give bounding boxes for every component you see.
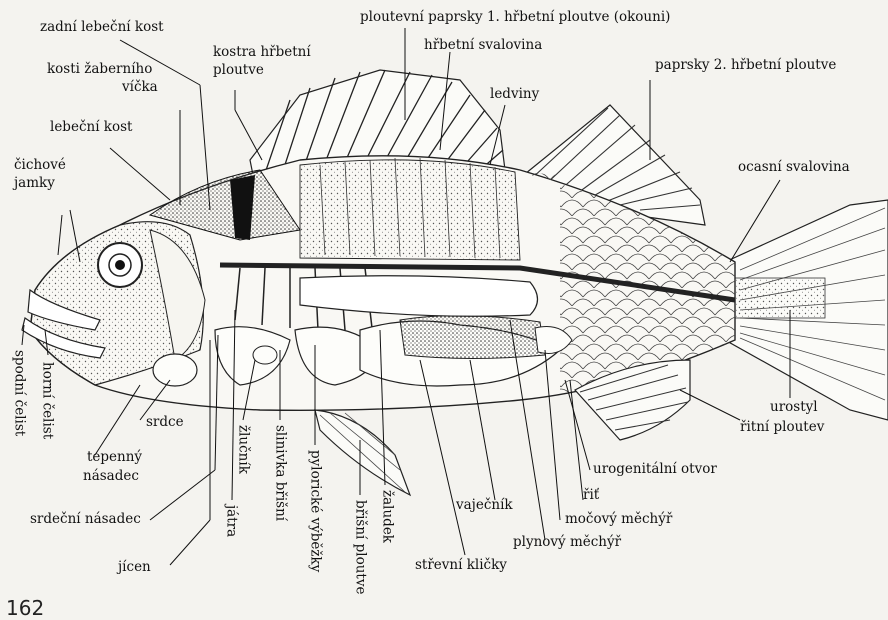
gall-bladder <box>253 346 277 364</box>
label-paprsky-2: paprsky 2. hřbetní ploutve <box>655 58 836 74</box>
label-ploutevni-paprsky: ploutevní paprsky 1. hřbetní ploutve (ok… <box>360 10 670 26</box>
pelvic-fin <box>315 410 410 495</box>
label-ledviny: ledviny <box>490 87 539 103</box>
label-zlucnik: žlučník <box>236 425 250 474</box>
label-rit: řiť <box>583 488 599 504</box>
label-cichove: čichové <box>14 158 66 174</box>
label-kostra-hrbetni: kostra hřbetní <box>213 45 311 61</box>
label-vicka: víčka <box>122 80 158 96</box>
label-horni-celist: horní čelist <box>40 362 54 439</box>
label-nasadec: násadec <box>83 469 139 485</box>
label-srdecni-nasadec: srdeční násadec <box>30 512 141 528</box>
dorsal-muscle <box>300 160 520 260</box>
label-ritni-ploutev: řitní ploutev <box>740 420 824 436</box>
label-plynovy-mechyr: plynový měchýř <box>513 535 621 551</box>
label-jicen: jícen <box>118 560 151 576</box>
urostyl-bone <box>735 278 825 318</box>
label-ocasni-svalovina: ocasní svalovina <box>738 160 850 176</box>
label-urostyl: urostyl <box>770 400 818 416</box>
page-number: 162 <box>6 596 44 620</box>
label-vajecnik: vaječník <box>456 498 513 514</box>
label-brisni-ploutve: břišní ploutve <box>353 500 367 594</box>
heart <box>153 354 197 386</box>
label-urogenitalni-otvor: urogenitální otvor <box>593 462 717 478</box>
label-jatra: játra <box>224 505 238 537</box>
label-zaludek: žaludek <box>380 490 394 543</box>
label-srdce: srdce <box>146 415 184 431</box>
label-spodni-celist: spodní čelist <box>12 350 26 436</box>
label-kostra-ploutve: ploutve <box>213 63 264 79</box>
label-pyloricke-vybezky: pylorické výběžky <box>308 450 322 572</box>
label-hrbetni-svalovina: hřbetní svalovina <box>424 38 542 54</box>
ovary <box>400 315 545 358</box>
label-jamky: jamky <box>14 176 55 192</box>
label-strevni-klicky: střevní kličky <box>415 558 507 574</box>
label-kosti-zaberniho: kosti žaberního <box>47 62 152 78</box>
label-slinivka-brisni: slinivka břišní <box>273 425 287 521</box>
label-mocovy-mechyr: močový měchýř <box>565 512 672 528</box>
label-tepenny: tepenný <box>87 450 142 466</box>
label-zadni-lebecni-kost: zadní lebeční kost <box>40 20 164 36</box>
eye-pupil <box>115 260 125 270</box>
label-lebecni-kost: lebeční kost <box>50 120 132 136</box>
